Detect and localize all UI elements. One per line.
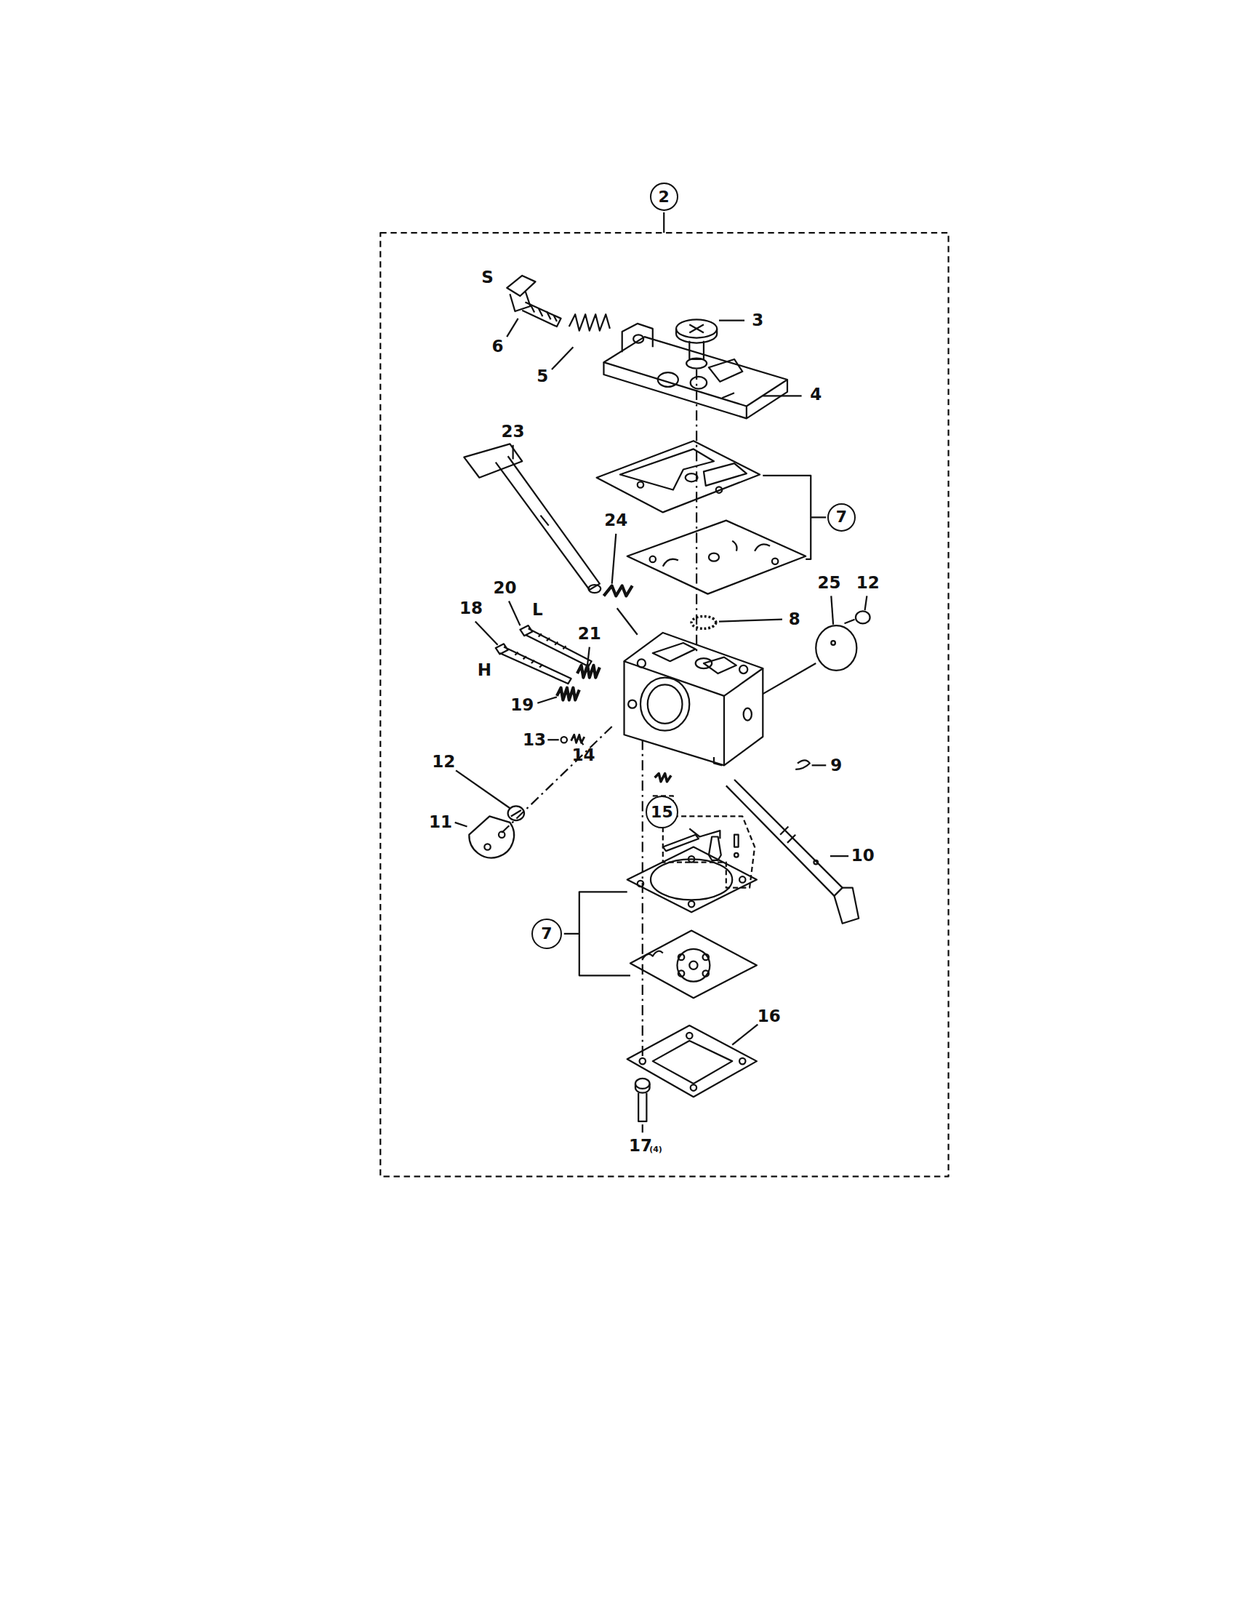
throttle-plate [468, 815, 514, 858]
callout-number: 10 [849, 846, 877, 865]
throttle-shaft [726, 779, 859, 924]
callout-number: 3 [750, 311, 765, 330]
filter-screen [691, 615, 717, 629]
callout-number: 13 [521, 730, 548, 749]
spring [556, 687, 580, 701]
leader-lines [455, 318, 868, 1132]
adjust-letter: S [479, 268, 496, 287]
callout-number: 14 [569, 745, 597, 765]
callout-number: 19 [508, 695, 536, 714]
callout-number: 6 [490, 337, 506, 356]
callout-number: 21 [576, 624, 603, 643]
choke-plate [815, 625, 857, 671]
callout-number: 5 [535, 367, 550, 386]
leader-line [617, 607, 638, 634]
screw [676, 319, 717, 368]
leader-line [663, 212, 665, 233]
callout-number: 25 [815, 573, 842, 592]
callout-circle: 2 [649, 182, 679, 211]
kit-boundary [380, 232, 949, 1177]
hole [830, 640, 836, 645]
check-ball [561, 736, 568, 743]
adjust-letter: H [476, 660, 493, 680]
gasket [596, 440, 760, 512]
center-line [695, 369, 698, 653]
bracket [762, 475, 826, 560]
diaphragm [630, 930, 757, 999]
callout-number: 7 [540, 925, 552, 942]
diaphragm-cover [627, 1025, 757, 1097]
callout-number: 20 [491, 578, 518, 597]
idle-screw [506, 275, 561, 327]
callout-number: 9 [828, 756, 844, 775]
callout-number: 24 [602, 511, 629, 530]
screw [844, 610, 871, 624]
e-clip [795, 759, 810, 770]
callout-circle: 7 [531, 918, 562, 949]
callout-number: 12 [854, 573, 882, 592]
callout-number: 8 [787, 609, 802, 629]
callout-circle: 7 [827, 503, 856, 532]
gasket [627, 846, 757, 913]
screw [635, 1078, 650, 1122]
callout-number: 23 [500, 422, 527, 441]
callout-circle: 15 [645, 795, 680, 829]
spring [571, 734, 585, 743]
callout-number: 12 [430, 752, 457, 771]
callout-number: (4) [647, 1144, 664, 1154]
callout-number: 2 [658, 189, 670, 206]
choke-shaft [463, 443, 601, 593]
diaphragm [627, 520, 806, 594]
spring [603, 585, 632, 596]
callout-number: 16 [756, 1006, 783, 1026]
callout-number: 4 [808, 385, 823, 404]
callout-number: 15 [650, 804, 674, 821]
center-line [762, 663, 816, 694]
spring [577, 665, 600, 678]
mixture-needle [495, 625, 592, 684]
spring [569, 314, 610, 331]
center-line [499, 726, 612, 835]
pump-cover [603, 323, 788, 419]
adjust-letter: L [530, 600, 545, 619]
callout-number: 11 [427, 812, 454, 831]
screw [508, 805, 525, 821]
callout-number: 7 [836, 508, 847, 525]
center-line [641, 739, 644, 1056]
callout-number: 18 [458, 599, 485, 618]
bracket [564, 891, 631, 975]
carburetor-body [624, 632, 764, 765]
